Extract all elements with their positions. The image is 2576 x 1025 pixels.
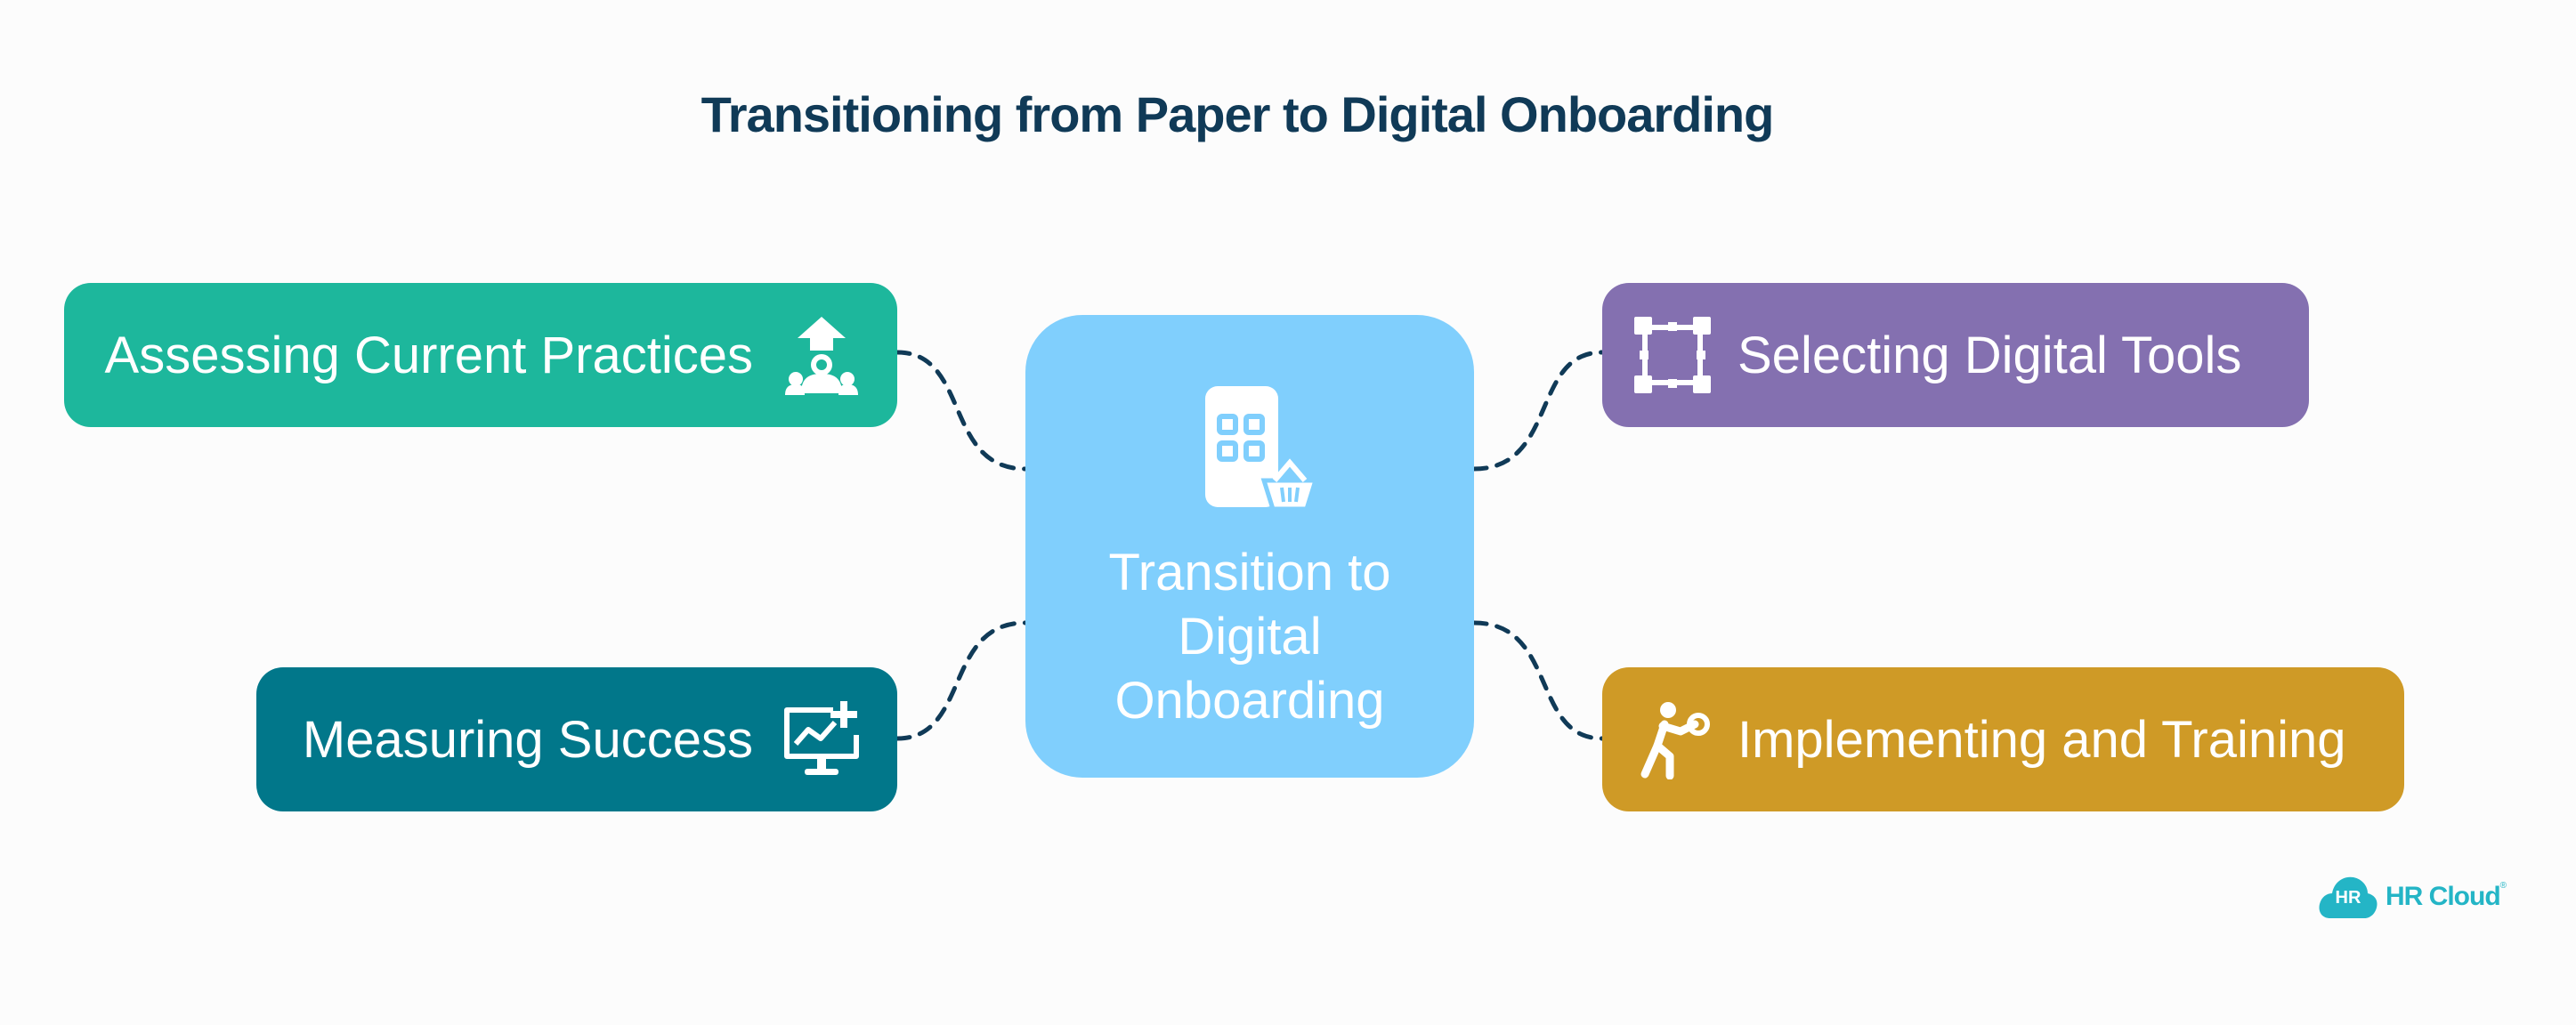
- logo-registered: ®: [2499, 881, 2507, 891]
- node-label: Measuring Success: [302, 710, 753, 769]
- node-label: Selecting Digital Tools: [1738, 326, 2242, 384]
- center-label: Transition to Digital Onboarding: [1108, 544, 1391, 730]
- node-label: Assessing Current Practices: [104, 326, 753, 384]
- connector-top-left: [895, 350, 1028, 472]
- connector-bottom-left: [895, 620, 1028, 741]
- connector-top-right: [1471, 350, 1605, 472]
- diagram-title: Transitioning from Paper to Digital Onbo…: [701, 86, 1775, 142]
- presenter-upward-arrow-icon: [782, 315, 862, 395]
- chart-monitor-plus-icon: [782, 699, 862, 779]
- cloud-logo-icon: HR: [2318, 874, 2378, 920]
- person-exercise-icon: [1632, 699, 1713, 779]
- selection-frame-icon: [1632, 315, 1713, 395]
- node-measuring-success: Measuring Success: [256, 667, 897, 811]
- node-assessing-current-practices: Assessing Current Practices: [64, 283, 897, 427]
- node-label: Implementing and Training: [1738, 710, 2346, 769]
- node-selecting-digital-tools: Selecting Digital Tools: [1602, 283, 2309, 427]
- connector-bottom-right: [1471, 620, 1605, 741]
- hr-cloud-logo: HR HR Cloud ®: [2318, 872, 2507, 922]
- center-node: Transition to Digital Onboarding: [1025, 315, 1474, 778]
- qr-phone-basket-icon: [1179, 375, 1321, 518]
- node-implementing-and-training: Implementing and Training: [1602, 667, 2404, 811]
- logo-badge: HR: [2335, 888, 2361, 908]
- logo-name: HR Cloud: [2386, 882, 2501, 911]
